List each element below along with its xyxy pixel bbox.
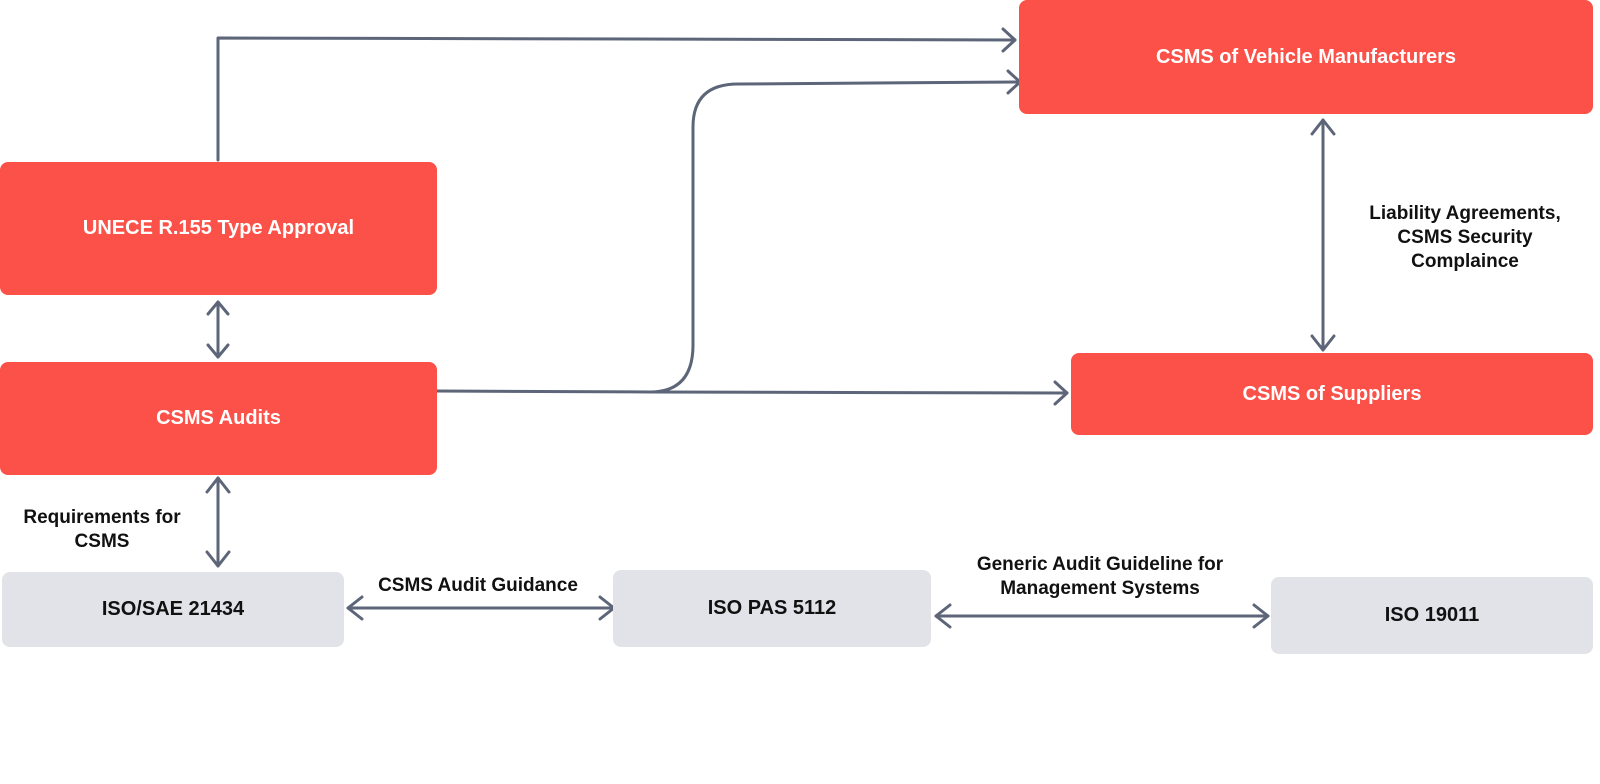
arrowhead-audits-down (206, 343, 230, 359)
label-liability-agreements: Liability Agreements, CSMS Security Comp… (1369, 203, 1561, 272)
arrowhead-suppliers-down (1310, 334, 1336, 352)
arrowhead-unece-up (206, 300, 230, 316)
arrowhead-suppliers (1053, 380, 1069, 406)
node-csms-suppliers: CSMS of Suppliers (1071, 353, 1593, 435)
arrowhead-vehicle-manufacturers-top (1001, 27, 1017, 53)
node-iso-sae-21434: ISO/SAE 21434 (2, 572, 344, 647)
arrowhead-manufacturers-up (1310, 118, 1336, 136)
arrowhead-iso21434-down (205, 550, 231, 568)
arrowhead-audits-up (205, 476, 231, 494)
node-csms-audits: CSMS Audits (0, 362, 437, 475)
arrowhead-iso21434-left (346, 595, 364, 621)
node-iso-pas-5112: ISO PAS 5112 (613, 570, 931, 647)
label-requirements-for-csms: Requirements for CSMS (23, 507, 181, 552)
edge-unece-to-vehicle-manufacturers (216, 36, 1017, 162)
label-csms-audit-guidance: CSMS Audit Guidance (378, 575, 578, 596)
arrowhead-iso5112-left (934, 603, 952, 629)
node-csms-vehicle-manufacturers: CSMS of Vehicle Manufacturers (1019, 0, 1593, 114)
edge-audits-to-suppliers (434, 389, 1069, 395)
label-generic-audit-guideline: Generic Audit Guideline for Management S… (976, 554, 1224, 599)
node-iso-19011: ISO 19011 (1271, 577, 1593, 654)
edge-audits-to-vehicle-manufacturers (648, 80, 1022, 394)
arrowhead-iso19011-right (1252, 603, 1270, 629)
node-unece-r155-type-approval: UNECE R.155 Type Approval (0, 162, 437, 295)
